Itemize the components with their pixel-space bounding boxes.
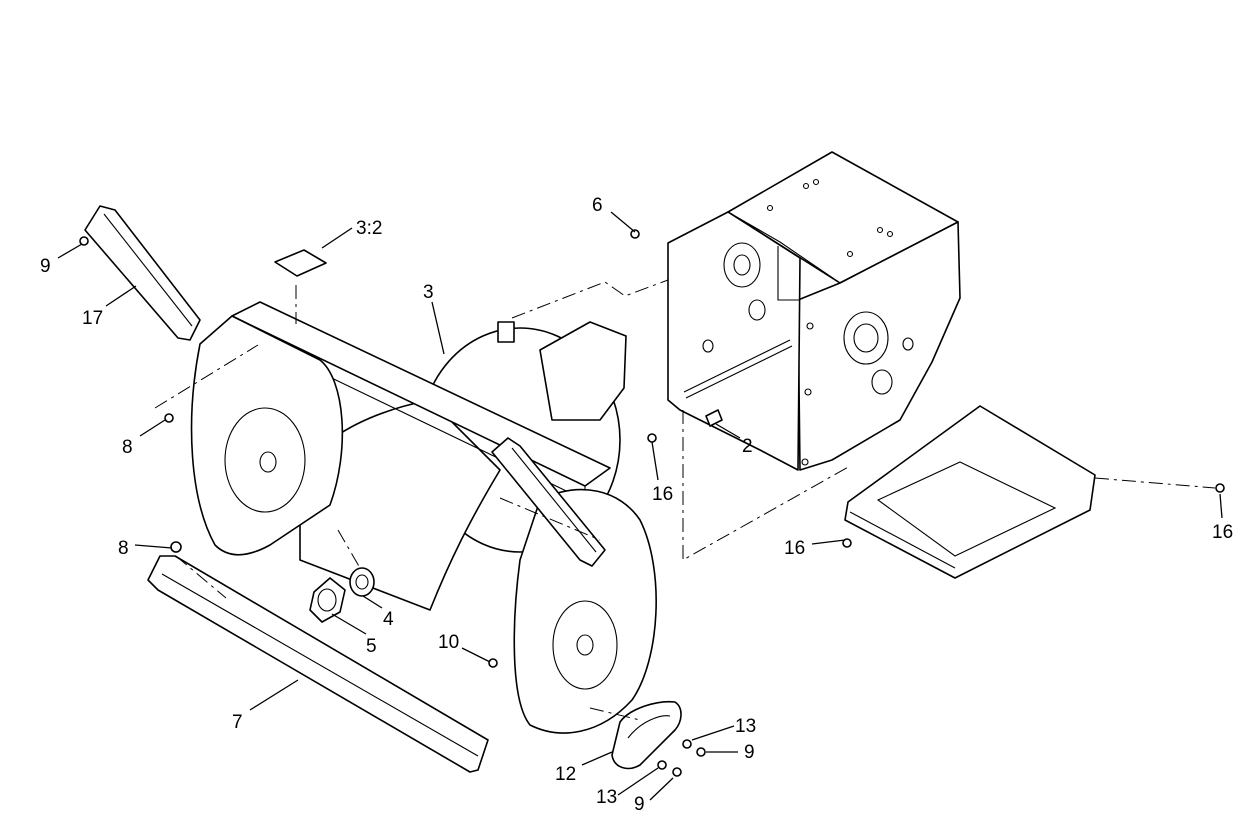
- callout-16-shield: 16: [784, 538, 805, 559]
- callout-9-right: 9: [744, 742, 755, 763]
- callout-6: 6: [592, 195, 603, 216]
- handle-bracket-right: [491, 437, 606, 567]
- bearing: [349, 567, 375, 597]
- callout-12: 12: [555, 764, 576, 785]
- callout-13-upper: 13: [735, 716, 756, 737]
- callout-8-lower: 8: [118, 538, 129, 559]
- callout-10: 10: [438, 632, 459, 653]
- callout-3-2: 3:2: [356, 218, 382, 239]
- callout-labels: 3:2 3 6 9 17 8 2 16 16 16 8 4 5 10 7 13 …: [40, 195, 1233, 815]
- bearing-flange: [309, 577, 346, 623]
- callout-17: 17: [82, 308, 103, 329]
- callout-7: 7: [232, 712, 243, 733]
- callout-3: 3: [423, 282, 434, 303]
- skid-shoe: [611, 700, 682, 770]
- callout-9-bottom: 9: [634, 794, 645, 815]
- handle-bracket-left: [84, 205, 201, 341]
- callout-4: 4: [383, 609, 394, 630]
- gearbox-housing: [667, 151, 961, 471]
- callout-2: 2: [742, 436, 753, 457]
- callout-16-center: 16: [652, 484, 673, 505]
- shield-plate: [844, 405, 1096, 579]
- callout-9-top-left: 9: [40, 256, 51, 277]
- assembly-lines: [154, 279, 1216, 721]
- auger-housing: [190, 301, 657, 734]
- callout-5: 5: [366, 636, 377, 657]
- callout-13-lower: 13: [596, 787, 617, 808]
- callout-16-right: 16: [1212, 522, 1233, 543]
- leader-lines: [57, 211, 1223, 801]
- decal-label: [274, 249, 327, 277]
- scraper-blade: [147, 555, 489, 773]
- callout-8-upper: 8: [122, 437, 133, 458]
- fasteners: [79, 229, 1225, 777]
